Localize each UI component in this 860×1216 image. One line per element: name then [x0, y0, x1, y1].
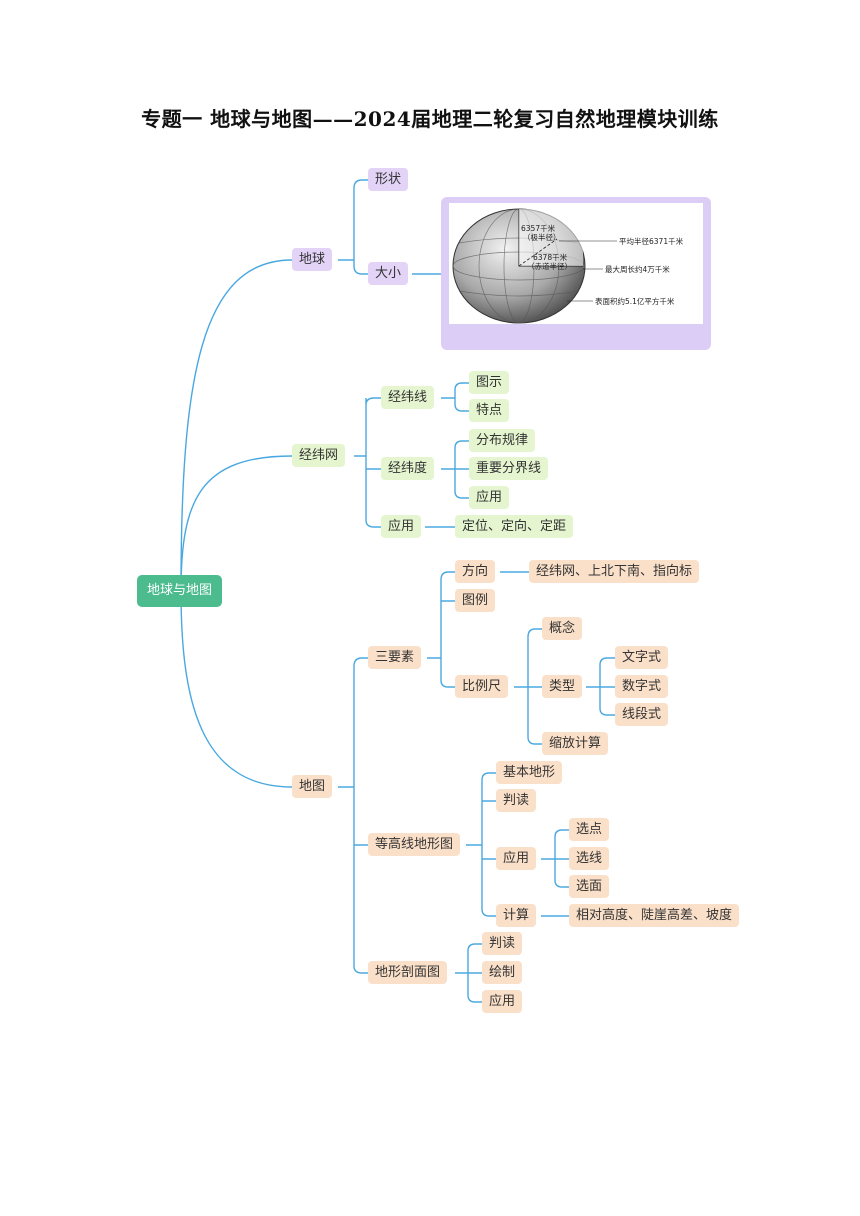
earth-figure-frame: 6357千米 （极半径） 6378千米 （赤道半径） 平均半径6371千米 最大… [441, 197, 711, 350]
mean-radius-label: 平均半径6371千米 [619, 237, 684, 246]
node-scale-zoom: 缩放计算 [542, 732, 609, 755]
equator-radius-note: （赤道半径） [527, 262, 572, 271]
node-grid-use-detail: 定位、定向、定距 [455, 515, 574, 538]
node-legend: 图例 [455, 589, 496, 612]
node-profile: 地形剖面图 [368, 961, 448, 984]
node-scale-numeric: 数字式 [615, 675, 669, 698]
node-lines-diagram: 图示 [469, 371, 510, 394]
page-title: 专题一 地球与地图——2024届地理二轮复习自然地理模块训练 [141, 107, 719, 131]
link-root-map [180, 590, 293, 788]
node-scale: 比例尺 [455, 675, 509, 698]
link-root-grid [180, 455, 293, 592]
node-select-line: 选线 [569, 847, 610, 870]
node-scale-concept: 概念 [542, 617, 583, 640]
node-grid-degrees: 经纬度 [381, 457, 435, 480]
node-scale-text: 文字式 [615, 646, 669, 669]
node-profile-use: 应用 [482, 990, 523, 1013]
node-earth: 地球 [292, 248, 333, 271]
link-root-earth [180, 259, 293, 592]
node-scale-types: 类型 [542, 675, 583, 698]
node-grid-lines: 经纬线 [381, 386, 435, 409]
node-contour-calc: 计算 [496, 904, 537, 927]
polar-radius-note: （极半径） [523, 233, 561, 242]
node-select-area: 选面 [569, 875, 610, 898]
earth-figure: 6357千米 （极半径） 6378千米 （赤道半径） 平均半径6371千米 最大… [449, 203, 703, 324]
node-grid-use: 应用 [381, 515, 422, 538]
node-degrees-boundaries: 重要分界线 [469, 457, 549, 480]
node-contour-calc-detail: 相对高度、陡崖高差、坡度 [569, 904, 740, 927]
node-contour-map: 等高线地形图 [368, 833, 461, 856]
root-node: 地球与地图 [137, 575, 223, 607]
node-lines-features: 特点 [469, 399, 510, 422]
node-map: 地图 [292, 775, 333, 798]
polar-radius-label: 6357千米 [521, 224, 556, 233]
max-circumference-label: 最大周长约4万千米 [605, 265, 670, 274]
equator-radius-label: 6378千米 [533, 253, 568, 262]
node-select-point: 选点 [569, 818, 610, 841]
node-profile-draw: 绘制 [482, 961, 523, 984]
node-degrees-use: 应用 [469, 486, 510, 509]
node-profile-read: 判读 [482, 932, 523, 955]
node-scale-line: 线段式 [615, 703, 669, 726]
surface-area-label: 表面积约5.1亿平方千米 [595, 297, 675, 306]
globe-illustration [452, 208, 617, 324]
node-direction: 方向 [455, 560, 496, 583]
node-grid: 经纬网 [292, 444, 346, 467]
node-shape: 形状 [368, 168, 409, 191]
node-contour-use: 应用 [496, 847, 537, 870]
node-direction-detail: 经纬网、上北下南、指向标 [529, 560, 700, 583]
node-degrees-distribution: 分布规律 [469, 429, 536, 452]
node-contour-basic: 基本地形 [496, 761, 563, 784]
node-size: 大小 [368, 262, 409, 285]
node-contour-read: 判读 [496, 789, 537, 812]
node-three-elements: 三要素 [368, 646, 422, 669]
